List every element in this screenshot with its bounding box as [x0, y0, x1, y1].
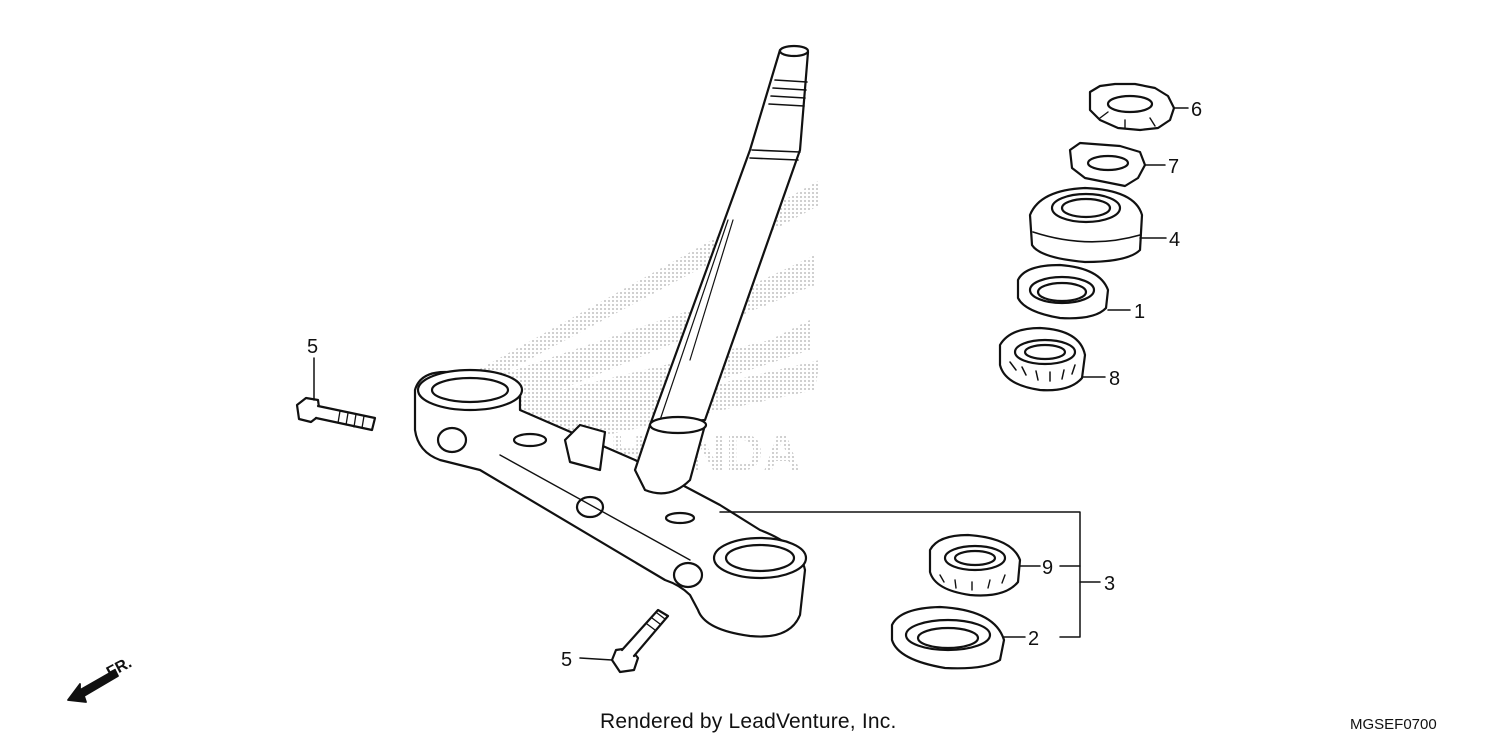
credit-text: Rendered by LeadVenture, Inc.	[600, 710, 897, 733]
leader-lines	[313, 107, 1189, 661]
adjusting-nut	[1028, 186, 1144, 264]
lock-nut	[1088, 82, 1176, 132]
diagram-code: MGSEF0700	[1350, 716, 1437, 733]
callout-6: 6	[1191, 99, 1202, 121]
callout-1: 1	[1134, 301, 1145, 323]
callout-4: 4	[1169, 229, 1180, 251]
lock-washer	[1068, 141, 1147, 188]
callout-5-upper: 5	[307, 336, 318, 358]
callout-2: 2	[1028, 628, 1039, 650]
callout-8: 8	[1109, 368, 1120, 390]
callout-3: 3	[1104, 573, 1115, 595]
callout-5-lower: 5	[561, 649, 572, 671]
lower-bearing	[928, 533, 1022, 597]
callout-7: 7	[1168, 156, 1179, 178]
dust-seal	[1016, 263, 1110, 320]
front-arrow-icon	[67, 669, 119, 703]
steering-stem	[648, 44, 810, 427]
bolt-upper	[295, 396, 377, 432]
upper-bearing	[998, 326, 1087, 392]
bottom-bridge	[413, 368, 808, 638]
lower-dust-seal	[890, 605, 1006, 670]
callout-9: 9	[1042, 557, 1053, 579]
bolt-lower	[610, 608, 670, 674]
